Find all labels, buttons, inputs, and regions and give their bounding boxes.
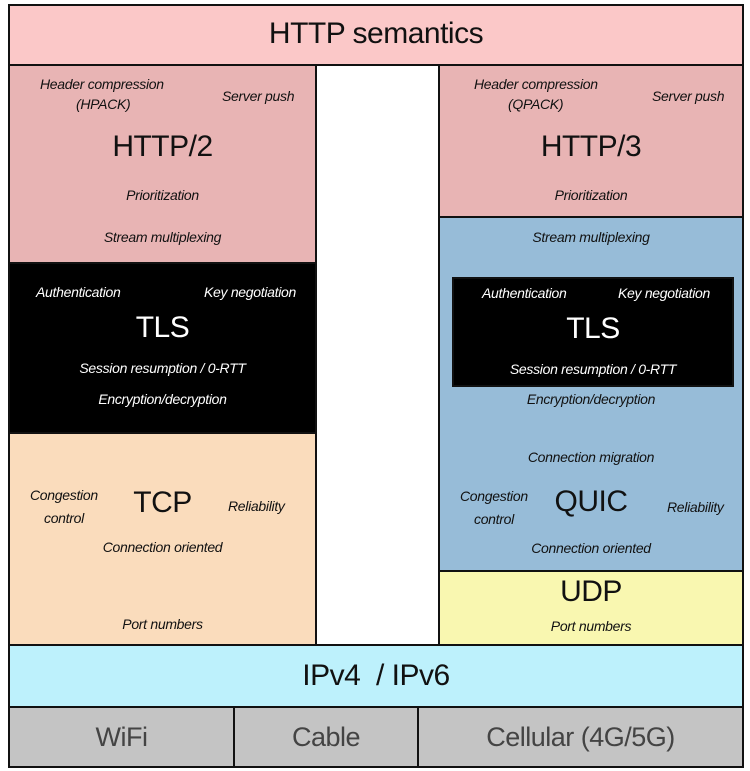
link-cable: Cable — [233, 706, 419, 768]
tls-right-title: TLS — [566, 312, 620, 345]
http3-header-compression: Header compression — [474, 76, 598, 92]
udp-title: UDP — [560, 575, 622, 608]
tcp-congestion-line1: Congestion — [30, 487, 98, 503]
quic-title: QUIC — [554, 485, 629, 518]
tls-left-layer: Authentication Key negotiation TLS Sessi… — [8, 262, 317, 434]
quic-encryption: Encryption/decryption — [526, 391, 656, 407]
ip-layer: IPv4 / IPv6 — [8, 644, 744, 708]
tcp-reliability: Reliability — [228, 498, 285, 514]
http3-layer: Header compression (QPACK) Server push H… — [438, 64, 744, 218]
tls-right-session-resumption: Session resumption / 0-RTT — [509, 361, 677, 377]
tcp-congestion-line2: control — [44, 510, 84, 526]
link-wifi: WiFi — [8, 706, 235, 768]
http-semantics-layer: HTTP semantics — [8, 4, 744, 66]
tls-right-authentication: Authentication — [482, 285, 567, 301]
tcp-layer: Congestion control TCP Reliability Conne… — [8, 432, 317, 646]
http2-header-compression: Header compression — [40, 76, 164, 92]
link-cable-label: Cable — [291, 722, 361, 752]
link-cellular-label: Cellular (4G/5G) — [486, 722, 675, 752]
http3-title: HTTP/3 — [540, 130, 642, 163]
quic-congestion-line1: Congestion — [460, 488, 528, 504]
tcp-port-numbers: Port numbers — [122, 616, 203, 632]
http3-server-push: Server push — [652, 88, 725, 104]
http3-prioritization: Prioritization — [554, 187, 628, 203]
tls-left-key-negotiation: Key negotiation — [204, 284, 297, 300]
link-wifi-label: WiFi — [95, 722, 148, 752]
quic-stream-multiplexing: Stream multiplexing — [532, 229, 650, 245]
tls-left-session-resumption: Session resumption / 0-RTT — [79, 360, 246, 376]
http2-prioritization: Prioritization — [126, 187, 199, 203]
tls-left-title: TLS — [135, 311, 190, 344]
quic-connection-oriented: Connection oriented — [531, 540, 651, 556]
udp-port-numbers: Port numbers — [550, 618, 632, 634]
tls-right-layer: Authentication Key negotiation TLS Sessi… — [452, 277, 734, 387]
http3-header-compression-sub: (QPACK) — [508, 96, 564, 112]
tcp-connection-oriented: Connection oriented — [102, 539, 223, 555]
tls-left-authentication: Authentication — [36, 284, 121, 300]
http2-server-push: Server push — [222, 88, 295, 104]
udp-layer: UDP Port numbers — [438, 570, 744, 646]
quic-layer: Stream multiplexing Authentication Key n… — [438, 216, 744, 572]
ip-label: IPv4 / IPv6 — [302, 659, 450, 692]
http2-title: HTTP/2 — [112, 130, 213, 163]
quic-reliability: Reliability — [667, 499, 724, 515]
link-cellular: Cellular (4G/5G) — [417, 706, 744, 768]
tcp-title: TCP — [133, 486, 192, 519]
tls-left-encryption: Encryption/decryption — [98, 391, 227, 407]
http2-header-compression-sub: (HPACK) — [76, 96, 131, 112]
quic-congestion-line2: control — [474, 511, 514, 527]
quic-connection-migration: Connection migration — [527, 449, 655, 465]
http2-layer: Header compression (HPACK) Server push H… — [8, 64, 317, 264]
http2-stream-multiplexing: Stream multiplexing — [103, 229, 222, 245]
tls-right-key-negotiation: Key negotiation — [618, 285, 711, 301]
http-semantics-label: HTTP semantics — [268, 17, 484, 50]
